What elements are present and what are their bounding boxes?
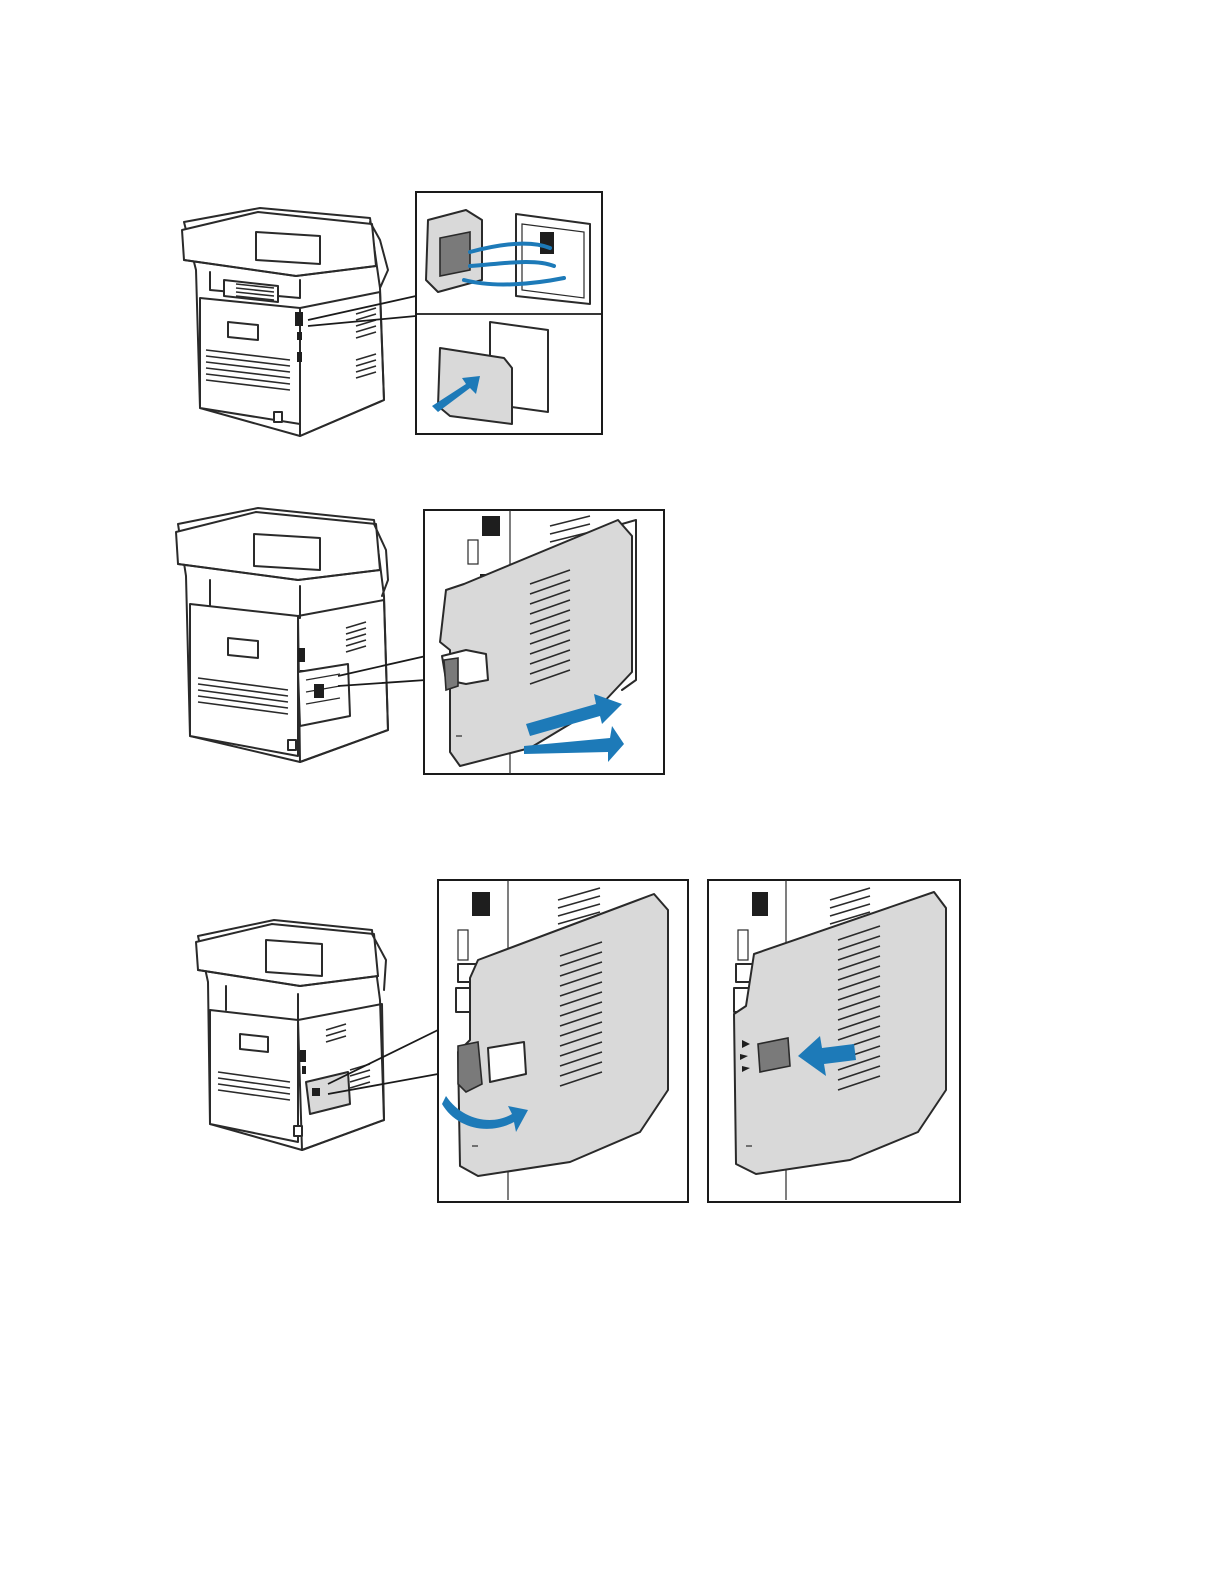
inset-fax-module (416, 192, 602, 434)
printer-rear-view-3 (196, 920, 386, 1150)
figure-1-illustration (170, 180, 610, 442)
figure-3-illustration (190, 870, 970, 1210)
inset-latch-open (438, 880, 688, 1202)
figure-2-illustration (170, 500, 670, 780)
printer-rear-view-2 (176, 508, 388, 762)
inset-latch-closed (708, 880, 960, 1202)
inset-side-cover (424, 510, 664, 774)
